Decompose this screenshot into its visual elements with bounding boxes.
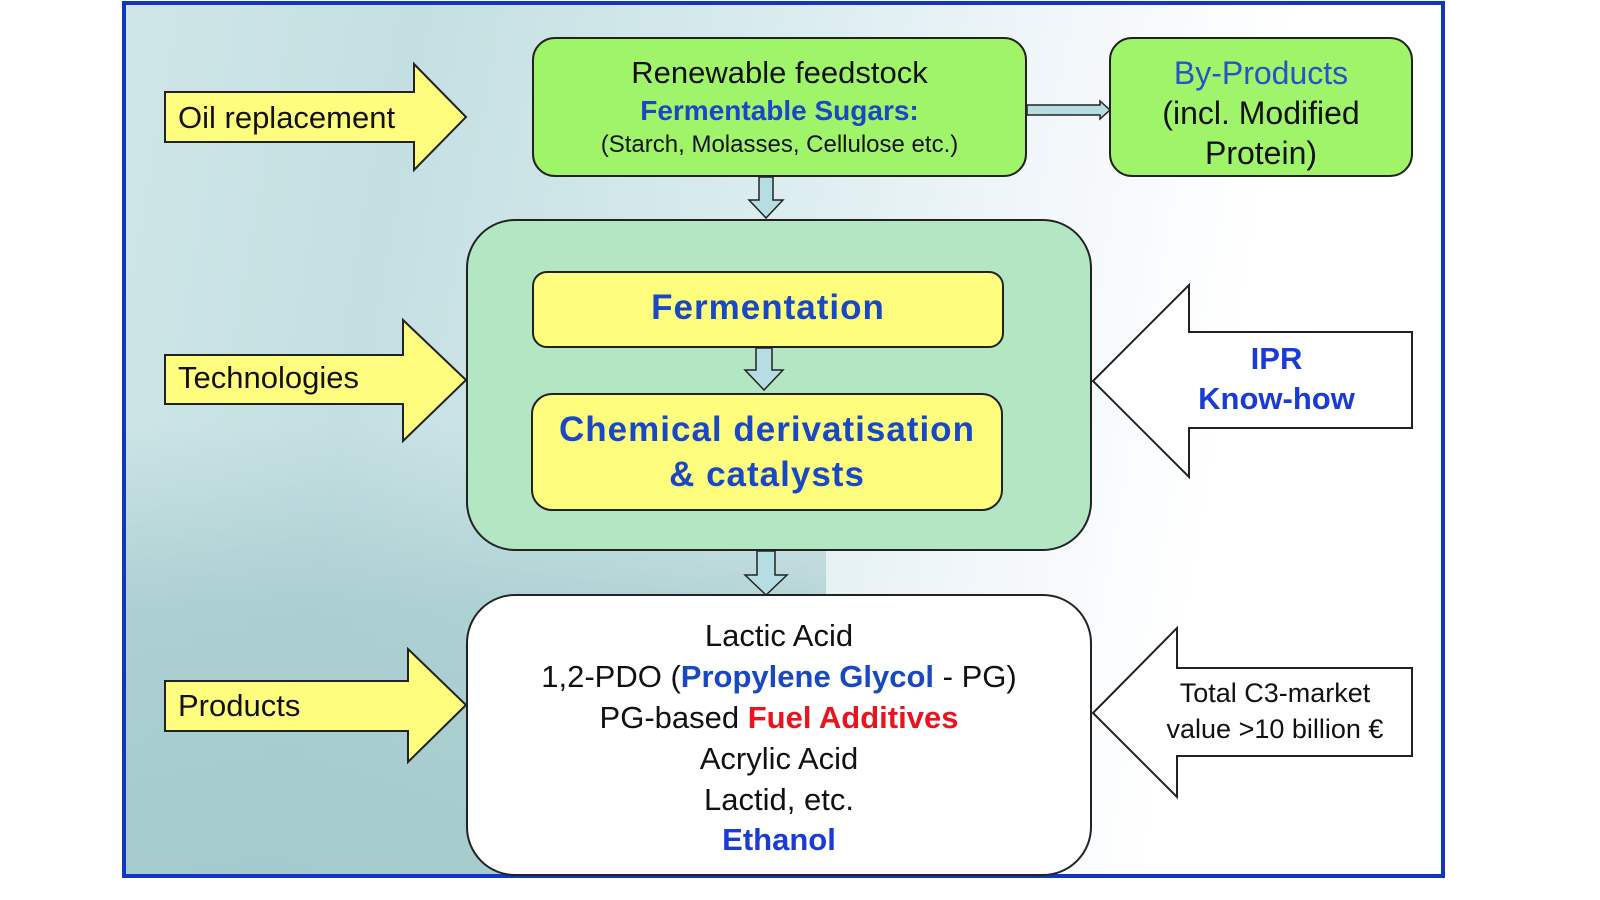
feedstock-examples: (Starch, Molasses, Cellulose etc.) bbox=[600, 131, 959, 158]
know-how-label: Know-how bbox=[1198, 381, 1355, 416]
feedstock-down-arrow bbox=[747, 176, 785, 220]
product-pdo: 1,2-PDO (Propylene Glycol - PG) bbox=[467, 659, 1091, 695]
process-down-arrow bbox=[743, 347, 785, 392]
product-fuel-additives-line: PG-based Fuel Additives bbox=[467, 700, 1091, 736]
byproducts-line3: Protein) bbox=[1204, 135, 1318, 171]
product-lactid: Lactid, etc. bbox=[704, 782, 854, 817]
products-box bbox=[466, 594, 1092, 876]
byproducts-title: By-Products bbox=[1173, 55, 1349, 91]
products-arrow bbox=[164, 646, 468, 765]
market-line1: Total C3-market bbox=[1179, 678, 1371, 708]
products-down-arrow bbox=[743, 550, 789, 597]
product-lactic-acid: Lactic Acid bbox=[704, 618, 854, 653]
byproducts-line2: (incl. Modified bbox=[1162, 95, 1360, 131]
technologies-label: Technologies bbox=[178, 360, 359, 395]
product-pdo-suffix: - PG) bbox=[934, 659, 1017, 694]
product-propylene-glycol: Propylene Glycol bbox=[680, 659, 935, 694]
technologies-arrow bbox=[164, 317, 468, 444]
chemical-derivatisation-label: Chemical derivatisation bbox=[559, 410, 975, 449]
product-fuel-additives: Fuel Additives bbox=[747, 700, 959, 735]
product-pdo-prefix: 1,2-PDO ( bbox=[541, 659, 681, 694]
chemical-derivatisation-box bbox=[531, 393, 1003, 511]
oil-replacement-arrow bbox=[164, 61, 468, 173]
fermentation-label: Fermentation bbox=[651, 288, 885, 327]
byproducts-connector-arrow bbox=[1026, 99, 1112, 121]
byproducts-box bbox=[1109, 37, 1413, 177]
product-ethanol: Ethanol bbox=[722, 822, 836, 857]
feedstock-subtitle: Fermentable Sugars: bbox=[640, 95, 919, 126]
fermentation-box bbox=[532, 271, 1004, 348]
feedstock-box bbox=[532, 37, 1027, 177]
product-pg-based: PG-based bbox=[599, 700, 748, 735]
ipr-arrow bbox=[1091, 282, 1413, 480]
products-label: Products bbox=[178, 688, 301, 723]
catalysts-label: & catalysts bbox=[669, 455, 865, 494]
oil-replacement-label: Oil replacement bbox=[178, 100, 396, 135]
market-arrow bbox=[1091, 625, 1413, 800]
ipr-label: IPR bbox=[1250, 341, 1303, 376]
product-acrylic-acid: Acrylic Acid bbox=[699, 741, 859, 776]
market-line2: value >10 billion € bbox=[1166, 714, 1384, 744]
feedstock-title: Renewable feedstock bbox=[631, 55, 928, 90]
